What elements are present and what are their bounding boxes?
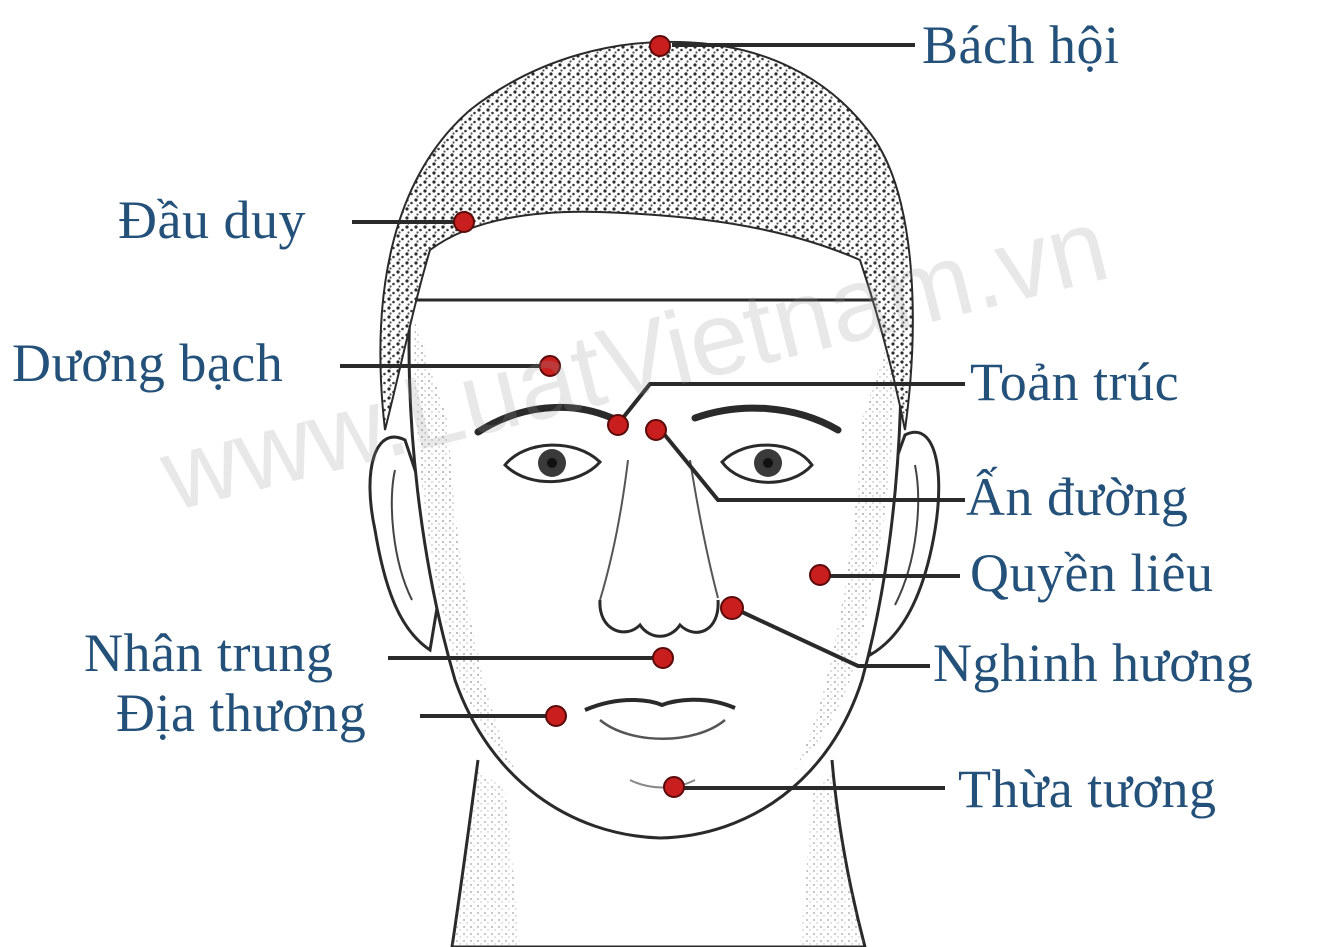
label-quyen-lieu: Quyền liêu [970,546,1213,600]
label-nghinh-huong: Nghinh hương [933,636,1253,690]
point-bach-hoi [650,36,670,56]
label-thua-tuong: Thừa tương [958,762,1217,816]
point-dia-thuong [546,706,566,726]
left-pupil [547,458,557,468]
label-nhan-trung: Nhân trung [84,626,333,680]
label-duong-bach: Dương bạch [12,336,283,390]
point-nhan-trung [653,648,673,668]
right-pupil [763,458,773,468]
point-dau-duy [454,212,474,232]
point-thua-tuong [664,777,684,797]
label-dau-duy: Đầu duy [118,193,306,247]
point-nghinh-huong [721,597,743,619]
label-dia-thuong: Địa thương [116,686,366,740]
label-toan-truc: Toản trúc [970,355,1179,409]
label-bach-hoi: Bách hội [922,18,1119,72]
point-an-duong [646,420,666,440]
label-an-duong: Ấn đường [966,470,1188,524]
point-quyen-lieu [810,565,830,585]
